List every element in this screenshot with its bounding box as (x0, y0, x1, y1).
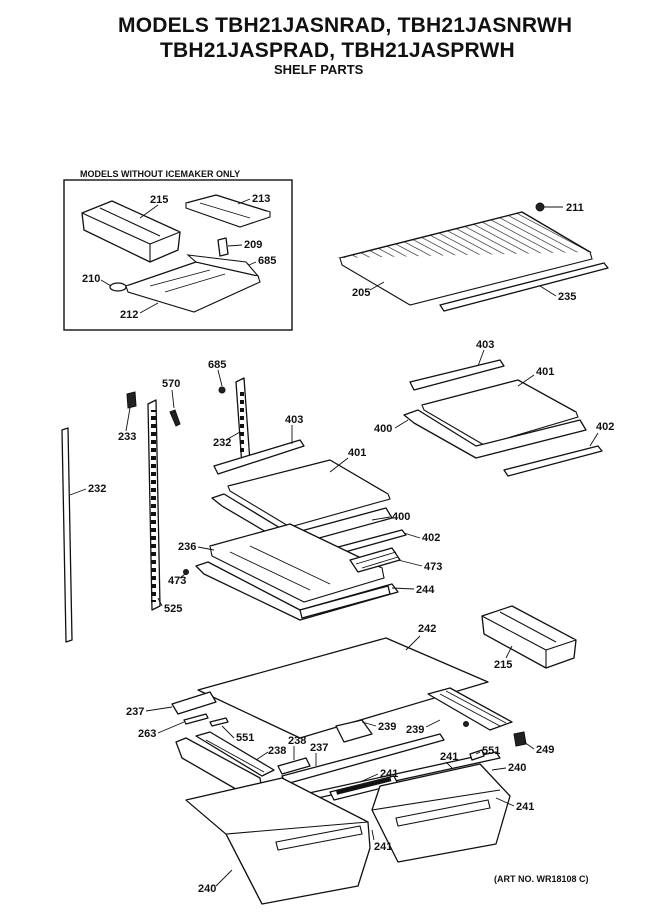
callout-241-center: 241 (380, 768, 398, 780)
crisper-glass-group: 242 (197, 623, 489, 739)
callout-242: 242 (418, 623, 436, 635)
tray-bracket-part (217, 237, 229, 257)
callout-215-right: 215 (494, 659, 512, 671)
callout-233: 233 (118, 431, 136, 443)
callout-685-main: 685 (208, 359, 226, 371)
icemaker-inset-box: MODELS WITHOUT ICEMAKER ONLY 215 (63, 169, 293, 331)
callout-236: 236 (178, 541, 196, 553)
callout-685-inset: 685 (258, 255, 276, 267)
cap-part (109, 282, 127, 292)
callout-239-right: 239 (406, 724, 424, 736)
ice-tray-part (185, 194, 271, 228)
callout-205: 205 (352, 287, 370, 299)
callout-209: 209 (244, 239, 262, 251)
callout-570: 570 (162, 378, 180, 390)
callout-473-left: 473 (168, 575, 186, 587)
callout-232-left: 232 (88, 483, 106, 495)
ice-bucket-part (81, 200, 181, 263)
callout-402-right: 402 (596, 421, 614, 433)
models-title-line-1: MODELS TBH21JASNRAD, TBH21JASNRWH (118, 14, 573, 37)
callout-210: 210 (82, 273, 100, 285)
cover-assembly-group: 236 473 244 473 (168, 523, 442, 621)
callout-211: 211 (566, 202, 584, 214)
callout-525: 525 (164, 603, 182, 615)
callout-238-center: 238 (288, 735, 306, 747)
bottom-hardware-group: 237 263 551 239 239 238 238 237 (126, 687, 554, 809)
shelf-stop-part (535, 202, 545, 212)
callout-212: 212 (120, 309, 138, 321)
models-title-line-2: TBH21JASPRAD, TBH21JASPRWH (160, 39, 515, 62)
callout-235: 235 (558, 291, 576, 303)
art-number: (ART NO. WR18108 C) (494, 874, 589, 884)
callout-237-left: 237 (126, 706, 144, 718)
callout-473-right: 473 (424, 561, 442, 573)
wire-shelf-group: 211 205 235 (338, 202, 609, 312)
rail-hardware-group: 232 525 233 570 685 232 (61, 359, 251, 643)
callout-240-right: 240 (508, 762, 526, 774)
callout-401-right: 401 (536, 366, 554, 378)
callout-244: 244 (416, 584, 435, 596)
callout-238-left: 238 (268, 745, 286, 757)
callout-400-right: 400 (374, 423, 392, 435)
callout-241-far-right: 241 (516, 801, 534, 813)
right-bin-group: 215 (481, 605, 577, 671)
callout-401-center: 401 (348, 447, 366, 459)
callout-551-left: 551 (236, 732, 254, 744)
right-glass-shelf-group: 403 401 400 402 (374, 339, 614, 477)
callout-400-center: 400 (392, 511, 410, 523)
callout-249: 249 (536, 744, 554, 756)
icemaker-shelf-part (125, 254, 261, 313)
inset-title: MODELS WITHOUT ICEMAKER ONLY (80, 169, 240, 179)
callout-241-right: 241 (440, 751, 458, 763)
callout-240-left: 240 (198, 883, 216, 895)
callout-237-center: 237 (310, 742, 328, 754)
callout-403-center: 403 (285, 414, 303, 426)
callout-263: 263 (138, 728, 156, 740)
callout-402-center: 402 (422, 532, 440, 544)
callout-239-center: 239 (378, 721, 396, 733)
callout-213: 213 (252, 193, 270, 205)
callout-403-right: 403 (476, 339, 494, 351)
section-title: SHELF PARTS (274, 62, 364, 77)
callout-241-lower: 241 (374, 841, 392, 853)
callout-551-right: 551 (482, 745, 500, 757)
callout-215: 215 (150, 194, 168, 206)
crisper-drawers-group: 240 241 241 240 (185, 762, 534, 905)
